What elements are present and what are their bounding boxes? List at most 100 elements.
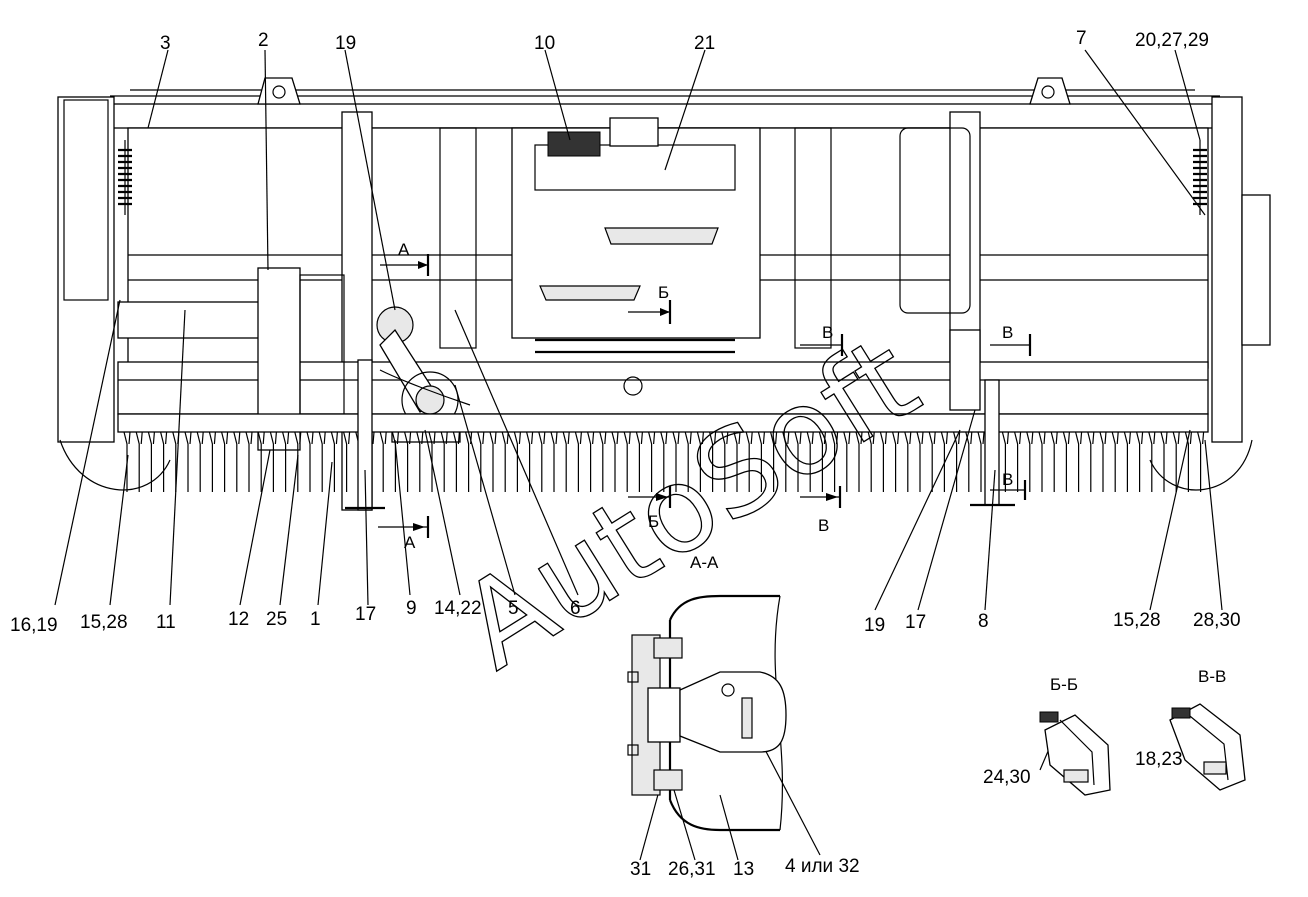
section-v-bottom-2: В [1002, 470, 1013, 489]
callout-2: 2 [258, 30, 269, 51]
knife-guard [330, 431, 338, 492]
callout-28-30: 28,30 [1193, 610, 1241, 631]
callout-4-or-32: 4 или 32 [785, 856, 860, 877]
knife-guard [123, 431, 131, 492]
knife-guard [623, 431, 631, 492]
knife-guard [831, 431, 839, 492]
right-spring [1193, 140, 1207, 215]
knife-guard [562, 431, 570, 492]
knife-guard [1026, 431, 1034, 492]
knife-guard [745, 431, 753, 492]
cutter-bar [117, 413, 1209, 433]
skid-right [1149, 439, 1253, 491]
callout-3: 3 [160, 33, 171, 54]
callout-5: 5 [508, 598, 519, 619]
knife-guard [928, 431, 936, 492]
knife-guard [757, 431, 765, 492]
section-a-top: А [398, 240, 410, 259]
knife-guard [208, 431, 216, 492]
section-b-bottom: Б [648, 512, 659, 531]
callout-25: 25 [266, 609, 287, 630]
knife-guard [867, 431, 875, 492]
callout-1: 1 [310, 609, 321, 630]
knife-guard [1197, 431, 1205, 492]
mesh-screen [547, 131, 601, 157]
knife-guard [916, 431, 924, 492]
knife-guard [794, 431, 802, 492]
knife-guard [1136, 431, 1144, 492]
knife-guard [599, 431, 607, 492]
knife-guard [1075, 431, 1083, 492]
knife-guard [587, 431, 595, 492]
knife-guard [1111, 431, 1119, 492]
knife-guard [977, 431, 985, 492]
callout-26-31: 26,31 [668, 859, 716, 880]
knife-guard [684, 431, 692, 492]
callout-15-28-left: 15,28 [80, 612, 128, 633]
callout-9: 9 [406, 598, 417, 619]
left-side-wall [57, 96, 115, 443]
knife-guard [452, 431, 460, 492]
section-vv-view: В-В [1169, 667, 1246, 791]
knife-guard [721, 431, 729, 492]
knife-guard [160, 431, 168, 492]
callout-20-27-29: 20,27,29 [1135, 30, 1209, 51]
knife-guard [416, 431, 424, 492]
callout-labels: 3 2 19 10 21 7 20,27,29 16,19 15,28 11 1… [10, 28, 1241, 880]
callout-24-30: 24,30 [983, 767, 1031, 788]
bracket-lower [539, 285, 641, 301]
clamp-bb [1044, 714, 1111, 796]
leader-lines [54, 49, 1223, 861]
knife-guard [257, 431, 265, 492]
callout-19-right: 19 [864, 615, 885, 636]
left-spring [118, 140, 132, 215]
knife-guard [526, 431, 534, 492]
shaft-yoke [679, 671, 787, 753]
knife-guard [879, 431, 887, 492]
knife-guard [343, 431, 351, 492]
knife-guard [294, 431, 302, 492]
callout-16-19: 16,19 [10, 615, 58, 636]
section-b-top: Б [658, 283, 669, 302]
knife-guard [269, 431, 277, 492]
knife-guard [404, 431, 412, 492]
auger-left [117, 301, 264, 339]
section-a-bottom: А [404, 533, 416, 552]
header-assembly [57, 77, 1271, 511]
knife-guard [550, 431, 558, 492]
lift-bracket-left [257, 77, 301, 105]
knife-guard [306, 431, 314, 492]
knife-guard [904, 431, 912, 492]
knife-guard [1123, 431, 1131, 492]
callout-14-22: 14,22 [434, 598, 482, 619]
knife-guard [1148, 431, 1156, 492]
knife-guard [843, 431, 851, 492]
knife-guard [696, 431, 704, 492]
knife-guard [1172, 431, 1180, 492]
section-bb-view: Б-Б [1039, 675, 1111, 796]
knife-guard [282, 431, 290, 492]
skid-left [59, 439, 171, 491]
knife-guard [940, 431, 948, 492]
section-aa-view: А-А [627, 553, 787, 832]
knife-guard [574, 431, 582, 492]
callout-7: 7 [1076, 28, 1087, 49]
callout-21: 21 [694, 33, 715, 54]
knife-guard [1087, 431, 1095, 492]
knife-guard [635, 431, 643, 492]
knife-guard [806, 431, 814, 492]
section-vv-title: В-В [1198, 667, 1226, 686]
callout-11: 11 [156, 612, 176, 633]
callout-12: 12 [228, 609, 249, 630]
callout-17-left: 17 [355, 604, 376, 625]
knife-guard [440, 431, 448, 492]
section-markers: А Б В В А Б В В [378, 240, 1032, 552]
knife-guard [1038, 431, 1046, 492]
callout-13: 13 [733, 859, 754, 880]
knife-guard [245, 431, 253, 492]
knife-guard [1014, 431, 1022, 492]
section-v-bottom: В [818, 516, 829, 535]
knife-guard [379, 431, 387, 492]
